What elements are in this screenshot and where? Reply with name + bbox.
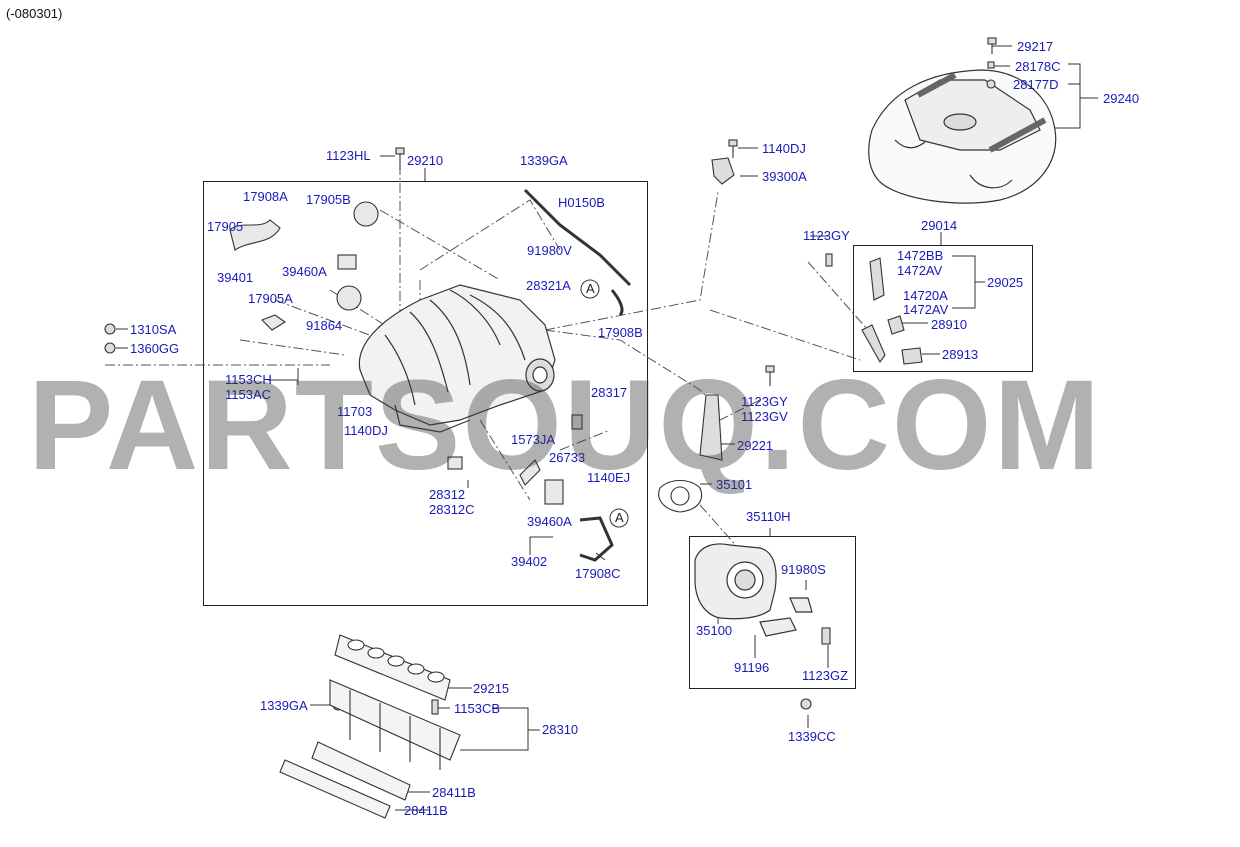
part-label-26733[interactable]: 26733 [549,450,586,465]
part-label-17908c[interactable]: 17908C [575,566,621,581]
part-label-28411b-lower[interactable]: 28411B [404,803,448,818]
part-label-29014[interactable]: 29014 [921,218,958,233]
part-label-17908a[interactable]: 17908A [243,189,288,204]
part-label-28910[interactable]: 28910 [931,317,968,332]
part-label-28321a[interactable]: 28321A [526,278,571,293]
part-label-35101[interactable]: 35101 [716,477,753,492]
part-label-28312c[interactable]: 28312C [429,502,475,517]
part-label-1123gy-top[interactable]: 1123GY [803,228,850,243]
part-label-39460a-top[interactable]: 39460A [282,264,327,279]
callout-a-upper: A [586,281,595,296]
part-label-28317[interactable]: 28317 [591,385,628,400]
part-label-h0150b[interactable]: H0150B [558,195,605,210]
part-label-39460a-bottom[interactable]: 39460A [527,514,572,529]
part-label-28178c[interactable]: 28178C [1015,59,1061,74]
part-label-28411b-upper[interactable]: 28411B [432,785,476,800]
part-label-91196[interactable]: 91196 [734,660,770,675]
part-label-1140dj-mid[interactable]: 1140DJ [344,423,388,438]
part-label-29217[interactable]: 29217 [1017,39,1054,54]
part-label-35100[interactable]: 35100 [696,623,733,638]
part-label-1140ej[interactable]: 1140EJ [587,470,631,485]
part-label-91864[interactable]: 91864 [306,318,343,333]
part-label-39402[interactable]: 39402 [511,554,548,569]
part-label-1153ch[interactable]: 1153CH [225,372,272,387]
part-label-1153cb[interactable]: 1153CB [454,701,501,716]
part-label-28312[interactable]: 28312 [429,487,466,502]
part-label-29210[interactable]: 29210 [407,153,444,168]
intake-manifold-group-box [203,181,648,606]
part-label-14720a[interactable]: 14720A [903,288,948,303]
part-label-1123gv[interactable]: 1123GV [741,409,788,424]
part-label-1472bb[interactable]: 1472BB [897,248,944,263]
watermark: PARTSOUQ.COM [28,354,1103,497]
part-label-1339ga-top[interactable]: 1339GA [520,153,568,168]
pcv-group-box [853,245,1033,372]
part-label-29215[interactable]: 29215 [473,681,510,696]
part-label-35110h[interactable]: 35110H [746,509,791,524]
part-label-29221[interactable]: 29221 [737,438,774,453]
part-label-1472av-bottom[interactable]: 1472AV [903,302,949,317]
part-label-28913[interactable]: 28913 [942,347,979,362]
date-code: (-080301) [6,6,63,21]
part-label-17905a[interactable]: 17905A [248,291,293,306]
part-label-17905b[interactable]: 17905B [306,192,351,207]
part-label-91980v[interactable]: 91980V [527,243,572,258]
part-label-1310sa[interactable]: 1310SA [130,322,177,337]
part-label-28310[interactable]: 28310 [542,722,579,737]
part-label-1339ga-bottom[interactable]: 1339GA [260,698,308,713]
part-label-1472av-top[interactable]: 1472AV [897,263,943,278]
part-label-1140dj-top[interactable]: 1140DJ [762,141,806,156]
part-label-1153ac[interactable]: 1153AC [225,387,272,402]
part-label-29025[interactable]: 29025 [987,275,1024,290]
throttle-body-group-box [689,536,856,689]
part-label-39300a[interactable]: 39300A [762,169,807,184]
part-label-1123gz[interactable]: 1123GZ [802,668,849,683]
part-label-1123hl[interactable]: 1123HL [326,148,371,163]
part-label-17908b[interactable]: 17908B [598,325,643,340]
callout-a-lower: A [615,510,624,525]
part-label-11703[interactable]: 11703 [337,404,373,419]
part-label-28177d[interactable]: 28177D [1013,77,1059,92]
part-label-17905[interactable]: 17905 [207,219,244,234]
part-label-1339cc[interactable]: 1339CC [788,729,836,744]
part-label-1360gg[interactable]: 1360GG [130,341,180,356]
part-label-91980s[interactable]: 91980S [781,562,826,577]
part-label-29240[interactable]: 29240 [1103,91,1140,106]
part-label-39401[interactable]: 39401 [217,270,254,285]
part-label-1123gy-mid[interactable]: 1123GY [741,394,788,409]
part-label-1573ja[interactable]: 1573JA [511,432,556,447]
